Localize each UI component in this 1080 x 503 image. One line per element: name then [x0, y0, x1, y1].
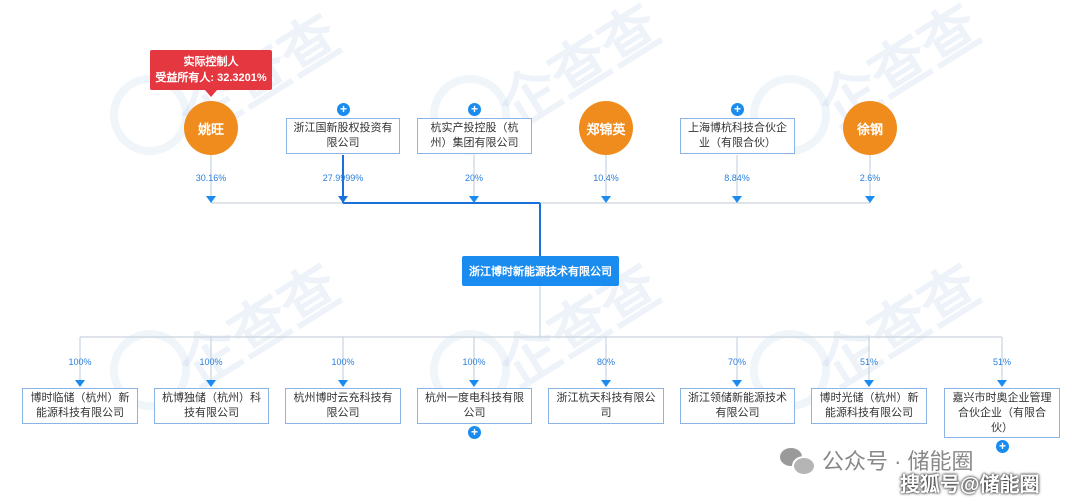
sohu-account-text: 搜狐号@储能圈	[900, 474, 1040, 496]
investment-percent: 100%	[68, 357, 92, 367]
shareholder-name: 郑锦英	[586, 121, 626, 137]
expand-plus-icon[interactable]: +	[337, 103, 350, 116]
shareholder-person[interactable]: 郑锦英	[579, 101, 633, 155]
shareholder-name: 姚旺	[197, 121, 224, 137]
wechat-icon	[780, 446, 816, 476]
subsidiary-company[interactable]: 嘉兴市时奥企业管理合伙企业（有限合伙）	[944, 388, 1060, 438]
shareholder-name: 徐钢	[856, 121, 883, 137]
subsidiary-company[interactable]: 杭州一度电科技有限公司	[417, 388, 532, 424]
tag-title: 实际控制人	[183, 56, 239, 68]
investment-percent: 100%	[199, 357, 223, 367]
shareholder-name: 上海博杭科技合伙企业（有限合伙）	[688, 122, 787, 149]
investment-percent: 80%	[596, 357, 615, 367]
expand-plus-icon[interactable]: +	[731, 103, 744, 116]
arrow-icon	[469, 196, 479, 203]
arrow-icon	[601, 196, 611, 203]
wechat-account-text: 公众号 · 储能圈	[822, 449, 974, 474]
arrow-icon	[75, 380, 85, 387]
arrow-icon	[338, 380, 348, 387]
shareholder-name: 浙江国新股权投资有限公司	[293, 122, 393, 149]
investment-percent: 100%	[331, 357, 355, 367]
shareholding-percent: 8.84%	[724, 173, 750, 183]
wechat-account: 公众号 · 储能圈	[780, 444, 974, 476]
subsidiary-company[interactable]: 浙江杭天科技有限公司	[548, 388, 664, 424]
shareholder-person[interactable]: 姚旺	[184, 101, 238, 155]
subsidiary-name: 嘉兴市时奥企业管理合伙企业（有限合伙）	[952, 391, 1052, 434]
arrow-icon	[601, 380, 611, 387]
shareholder-person[interactable]: 徐钢	[843, 101, 897, 155]
arrow-icon	[864, 380, 874, 387]
expand-plus-icon[interactable]: +	[996, 440, 1009, 453]
subsidiary-name: 浙江领储新能源技术有限公司	[688, 392, 787, 419]
shareholding-percent: 30.16%	[195, 173, 227, 183]
subsidiary-company[interactable]: 杭州博时云充科技有限公司	[285, 388, 401, 424]
investment-percent: 51%	[992, 357, 1011, 367]
expand-plus-icon[interactable]: +	[468, 103, 481, 116]
arrow-icon	[206, 380, 216, 387]
shareholding-percent: 27.9999%	[322, 173, 364, 183]
arrow-icon	[732, 196, 742, 203]
subsidiary-name: 杭州博时云充科技有限公司	[293, 392, 393, 419]
arrow-icon	[338, 196, 348, 203]
tag-beneficial-owner: 受益所有人: 32.3201%	[155, 72, 267, 84]
subsidiary-company[interactable]: 浙江领储新能源技术有限公司	[680, 388, 795, 424]
shareholding-percent: 2.6%	[859, 173, 881, 183]
shareholder-company[interactable]: 上海博杭科技合伙企业（有限合伙）	[680, 118, 795, 154]
subsidiary-name: 杭博独储（杭州）科技有限公司	[162, 392, 261, 419]
shareholder-name: 杭实产投控股（杭州）集团有限公司	[430, 122, 519, 149]
subsidiary-company[interactable]: 博时临储（杭州）新能源科技有限公司	[22, 388, 138, 424]
subsidiary-company[interactable]: 博时光储（杭州）新能源科技有限公司	[811, 388, 927, 424]
investment-percent: 70%	[727, 357, 746, 367]
shareholding-percent: 10.4%	[593, 173, 619, 183]
arrow-icon	[469, 380, 479, 387]
arrow-icon	[997, 380, 1007, 387]
expand-plus-icon[interactable]: +	[468, 426, 481, 439]
investment-percent: 100%	[462, 357, 486, 367]
target-company[interactable]: 浙江博时新能源技术有限公司	[462, 256, 619, 286]
shareholding-percent: 20%	[464, 173, 483, 183]
subsidiary-company[interactable]: 杭博独储（杭州）科技有限公司	[154, 388, 269, 424]
shareholder-company[interactable]: 浙江国新股权投资有限公司	[286, 118, 400, 154]
subsidiary-name: 博时光储（杭州）新能源科技有限公司	[819, 392, 919, 419]
actual-controller-tag: 实际控制人 受益所有人: 32.3201%	[150, 50, 272, 97]
target-company-name: 浙江博时新能源技术有限公司	[469, 266, 612, 278]
arrow-icon	[206, 196, 216, 203]
arrow-icon	[732, 380, 742, 387]
subsidiary-name: 浙江杭天科技有限公司	[556, 392, 656, 419]
subsidiary-name: 博时临储（杭州）新能源科技有限公司	[30, 392, 130, 419]
subsidiary-name: 杭州一度电科技有限公司	[425, 392, 524, 419]
shareholder-company[interactable]: 杭实产投控股（杭州）集团有限公司	[417, 118, 532, 154]
arrow-icon	[865, 196, 875, 203]
investment-percent: 51%	[859, 357, 878, 367]
